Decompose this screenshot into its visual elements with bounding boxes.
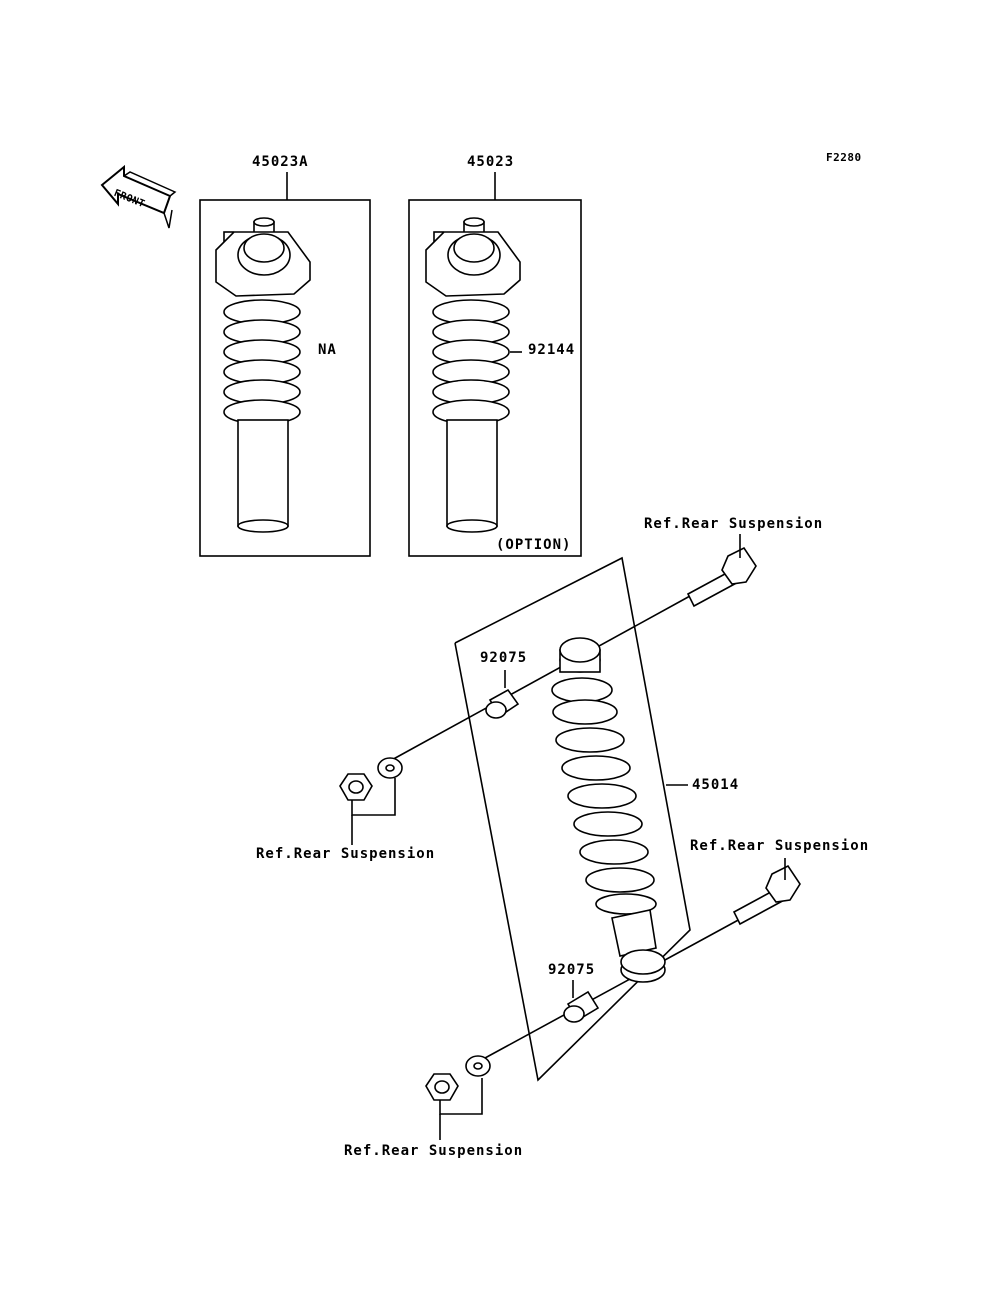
- option-box-a: [199, 199, 371, 557]
- part-number-92075-lower[interactable]: 92075: [548, 962, 596, 978]
- part-number-92144[interactable]: 92144: [528, 342, 576, 358]
- shock-45014-illustration: [551, 637, 666, 983]
- figure-code: F2280: [826, 151, 862, 164]
- ref-upper-nut[interactable]: Ref.Rear Suspension: [256, 846, 436, 862]
- upper-bolt-illustration: [686, 546, 757, 608]
- lower-washer-nut-illustration: [425, 1055, 491, 1101]
- ref-upper-bolt[interactable]: Ref.Rear Suspension: [644, 516, 824, 532]
- coilover-a-illustration: [215, 217, 311, 533]
- ref-lower-bolt[interactable]: Ref.Rear Suspension: [690, 838, 870, 854]
- lower-nut-bracket: [439, 1078, 483, 1115]
- part-number-45023[interactable]: 45023: [467, 154, 515, 170]
- ref-lower-nut[interactable]: Ref.Rear Suspension: [344, 1143, 524, 1159]
- part-number-92075-upper[interactable]: 92075: [480, 650, 528, 666]
- shock-assembly-frame: [454, 556, 691, 1082]
- front-arrow-icon: [100, 164, 177, 229]
- coilover-b-illustration: [425, 217, 522, 533]
- note-option: (OPTION): [496, 537, 572, 553]
- part-number-45014[interactable]: 45014: [692, 777, 740, 793]
- upper-axis-line: [387, 595, 691, 763]
- part-number-45023a[interactable]: 45023A: [252, 154, 309, 170]
- upper-nut-bracket: [351, 778, 396, 816]
- lower-bushing-illustration: [563, 990, 600, 1023]
- note-na: NA: [318, 342, 337, 358]
- lower-bolt-illustration: [732, 864, 801, 926]
- upper-bushing-illustration: [485, 688, 520, 719]
- lower-axis-line: [473, 917, 743, 1065]
- upper-washer-nut-illustration: [339, 757, 403, 801]
